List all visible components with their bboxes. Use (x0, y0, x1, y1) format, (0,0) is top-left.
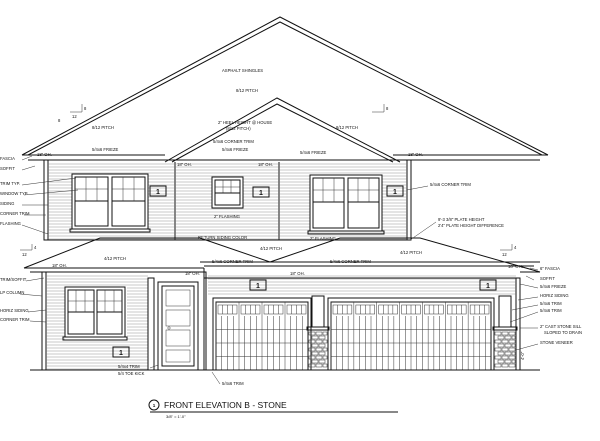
label-stone-veneer: STONE VENEER (540, 340, 573, 345)
center-gable (164, 97, 401, 163)
label-pitch-4-12-a: 4/12 PITCH (104, 256, 126, 261)
label-trim-base: 5/4x6 TRIM (222, 381, 244, 386)
front-door (157, 281, 199, 371)
label-oh-a: 18" OH. (37, 152, 52, 157)
label-trim-right-1: 5/4x6 TRIM (540, 301, 562, 306)
svg-text:4: 4 (514, 245, 517, 250)
label-corner-trim-right: 5/4x6 CORNER TRIM (430, 182, 471, 187)
label-oh-e: 18" OH. (52, 263, 67, 268)
label-horiz-siding-right: HORIZ SIDING (540, 293, 569, 298)
label-return-siding: RETURN SIDING COLOR (198, 235, 247, 240)
window-upper-left (69, 173, 151, 233)
label-trim-soffit-left: TRIM/SOFFIT (0, 277, 27, 282)
label-siding-left: SIDING (0, 201, 14, 206)
window-tag-1e: 1 (249, 279, 267, 291)
label-soffit-left: SOFFIT (0, 166, 15, 171)
garage-doors (212, 297, 495, 371)
drawing-scale: 3/8" = 1'-0" (166, 414, 186, 419)
porch-column (147, 277, 155, 371)
lower-roof (23, 237, 541, 278)
window-upper-right (307, 174, 385, 235)
window-lower-left (62, 286, 128, 341)
svg-text:8: 8 (386, 106, 389, 111)
window-upper-center (211, 176, 244, 209)
drawing-title: FRONT ELEVATION B - STONE (164, 400, 287, 410)
label-corner-trim-left: CORNER TRIM (0, 211, 30, 216)
label-heel-note-2: (8/12 PITCH) (226, 126, 251, 131)
label-oh-c: 18" OH. (258, 162, 273, 167)
label-column-left: LP COLUMN (0, 290, 24, 295)
label-frieze-top: 5/4x6 FRIEZE (222, 147, 249, 152)
leader-lines (19, 155, 539, 385)
lower-wall (41, 271, 521, 371)
svg-text:12: 12 (22, 252, 27, 257)
svg-text:1: 1 (393, 189, 397, 196)
drawing-title-block: 1 FRONT ELEVATION B - STONE 3/8" = 1'-0" (148, 399, 398, 419)
label-fascia-right: 6" FASCIA (540, 266, 560, 271)
label-fascia-left: FASCIA (0, 156, 15, 161)
label-frieze-right: 5/4x6 FRIEZE (300, 150, 327, 155)
label-plate-2: 2'4" PLATE HEIGHT DIFFERENCE (438, 223, 504, 228)
label-window-typ: WINDOW TYP. (0, 191, 28, 196)
label-flashing-2b: 2" FLASHING (310, 236, 336, 241)
svg-text:1: 1 (256, 283, 260, 290)
label-heel-note-1: 2" HEEL HEIGHT @ HOUSE (218, 120, 272, 125)
label-corner-trim-top: 5/4x6 CORNER TRIM (213, 139, 254, 144)
label-main-pitch: 8/12 PITCH (236, 88, 258, 93)
label-stone-sill-1: 2" CAST STONE SILL (540, 324, 582, 329)
label-roof-shingles: ASPHALT SHINGLES (222, 68, 263, 73)
label-pitch-4-12-c: 4/12 PITCH (400, 250, 422, 255)
slope-indicator-lower-left: 4 12 (20, 244, 37, 257)
window-tag-1b: 1 (252, 186, 270, 198)
label-corner-trim-mid: 5/4x6 CORNER TRIM (212, 259, 253, 264)
svg-text:1: 1 (259, 190, 263, 197)
label-trim-typ: TRIM TYP. (0, 181, 20, 186)
label-soffit-right: SOFFIT (540, 276, 555, 281)
label-frieze-left: 5/4x6 FRIEZE (92, 147, 119, 152)
window-tag-1a: 1 (149, 185, 167, 197)
svg-text:8: 8 (84, 106, 87, 111)
slope-indicator-right: 8 (372, 104, 389, 113)
label-frieze-right-2: 5/4x6 FRIEZE (540, 284, 567, 289)
label-oh-f: 18" OH. (185, 271, 200, 276)
slope-indicator-main: 8 12 (70, 104, 87, 119)
window-tag-1f: 1 (479, 279, 497, 291)
svg-text:12: 12 (72, 114, 77, 119)
label-oh-b: 18" OH. (177, 162, 192, 167)
window-tag-1d: 1 (112, 346, 130, 358)
svg-text:1: 1 (486, 283, 490, 290)
label-pitch-left: 8/12 PITCH (92, 125, 114, 130)
slope-indicator-left: 8 (58, 118, 61, 123)
main-roof (21, 16, 549, 156)
title-number: 1 (153, 403, 156, 408)
slope-indicator-lower-right: 4 12 (500, 244, 517, 257)
label-flashing-left: FLASHING (0, 221, 21, 226)
label-pitch-right: 8/12 PITCH (336, 125, 358, 130)
label-toe-kick: 5/4 TOE KICK (118, 371, 145, 376)
label-stone-sill-2: SLOPED TO DRAIN (544, 330, 582, 335)
label-flashing-2a: 2" FLASHING (214, 214, 240, 219)
svg-text:1: 1 (119, 350, 123, 357)
label-corner-trim-garage: 5/4x6 CORNER TRIM (330, 259, 371, 264)
label-dim-height: 4'-0" (520, 351, 525, 360)
label-oh-g: 18" OH. (290, 271, 305, 276)
svg-text:4: 4 (34, 245, 37, 250)
upper-wall (43, 159, 412, 241)
svg-text:1: 1 (156, 189, 160, 196)
label-trim-bottom: 5/4x4 TRIM (118, 364, 140, 369)
label-oh-h: 18" OH. (508, 264, 523, 269)
label-plate-1: 9'-3 3/8" PLATE HEIGHT (438, 217, 485, 222)
label-pitch-4-12-b: 4/12 PITCH (260, 246, 282, 251)
label-trim-right-2: 5/4x6 TRIM (540, 308, 562, 313)
label-oh-d: 18" OH. (408, 152, 423, 157)
svg-text:12: 12 (502, 252, 507, 257)
label-horiz-siding-left: HORIZ SIDING (0, 308, 29, 313)
svg-text:8: 8 (58, 118, 61, 123)
window-tag-1c: 1 (386, 185, 404, 197)
label-corner-trim-lower-left: CORNER TRIM (0, 317, 30, 322)
